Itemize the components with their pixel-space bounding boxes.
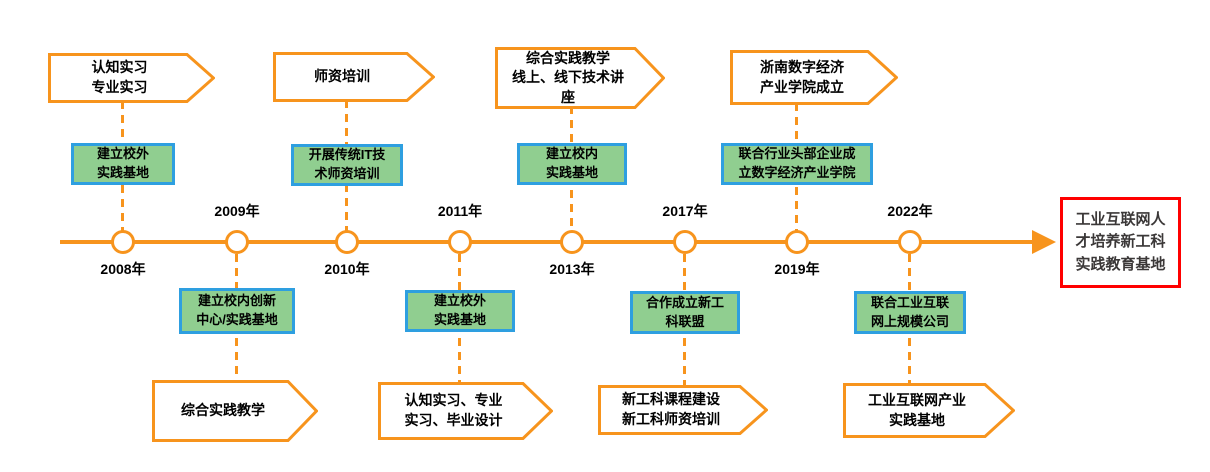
note-box-2019: 联合行业头部企业成 立数字经济产业学院 <box>721 143 873 185</box>
phase-arrow-2010: 师资培训 <box>273 52 435 102</box>
pentagon-shape-icon <box>730 50 898 105</box>
timeline-node-2017 <box>673 230 697 254</box>
timeline-node-2008 <box>111 230 135 254</box>
phase-arrow-2013: 综合实践教学 线上、线下技术讲 座 <box>495 47 665 109</box>
pentagon-shape-icon <box>495 47 665 109</box>
year-label-2022: 2022年 <box>887 203 933 219</box>
timeline-arrowhead-icon <box>1032 230 1056 254</box>
phase-arrow-label: 师资培训 <box>314 68 370 85</box>
note-box-2010: 开展传统IT技 术师资培训 <box>291 144 403 186</box>
pentagon-shape-icon <box>843 383 1015 438</box>
note-box-2017: 合作成立新工 科联盟 <box>630 291 740 334</box>
timeline-node-2022 <box>898 230 922 254</box>
pentagon-shape-icon <box>152 380 318 442</box>
phase-arrow-label: 工业互联网产业 实践基地 <box>868 391 966 428</box>
phase-arrow-label: 认知实习、专业 实习、毕业设计 <box>404 392 503 428</box>
year-label-2011: 2011年 <box>437 203 483 219</box>
year-label-2017: 2017年 <box>662 203 708 219</box>
phase-arrow-2022: 工业互联网产业 实践基地 <box>843 383 1015 438</box>
year-label-2008: 2008年 <box>100 261 146 277</box>
phase-arrow-2011: 认知实习、专业 实习、毕业设计 <box>378 382 553 440</box>
result-box: 工业互联网人 才培养新工科 实践教育基地 <box>1060 197 1181 288</box>
note-box-2009: 建立校内创新 中心/实践基地 <box>179 288 295 334</box>
timeline-node-2010 <box>335 230 359 254</box>
phase-arrow-2019: 浙南数字经济 产业学院成立 <box>730 50 898 105</box>
note-box-2013: 建立校内 实践基地 <box>517 143 627 185</box>
phase-arrow-label: 新工科课程建设 新工科师资培训 <box>622 391 720 427</box>
timeline-axis <box>60 240 1038 244</box>
timeline-node-2009 <box>225 230 249 254</box>
note-box-2008: 建立校外 实践基地 <box>71 143 175 185</box>
pentagon-shape-icon <box>598 385 768 435</box>
phase-arrow-label: 认知实习 专业实习 <box>91 59 148 95</box>
phase-arrow-label: 浙南数字经济 产业学院成立 <box>760 58 844 95</box>
pentagon-shape-icon <box>273 52 435 102</box>
year-label-2019: 2019年 <box>774 261 820 277</box>
pentagon-shape-icon <box>48 53 215 103</box>
note-box-2011: 建立校外 实践基地 <box>405 290 515 332</box>
phase-arrow-2009: 综合实践教学 <box>152 380 318 442</box>
phase-arrow-label: 综合实践教学 线上、线下技术讲 座 <box>512 49 624 105</box>
pentagon-shape-icon <box>378 382 553 440</box>
note-box-2022: 联合工业互联 网上规模公司 <box>854 291 966 334</box>
timeline-node-2019 <box>785 230 809 254</box>
phase-arrow-2017: 新工科课程建设 新工科师资培训 <box>598 385 768 435</box>
year-label-2009: 2009年 <box>214 203 260 219</box>
year-label-2010: 2010年 <box>324 261 370 277</box>
timeline-node-2013 <box>560 230 584 254</box>
year-label-2013: 2013年 <box>549 261 595 277</box>
timeline-node-2011 <box>448 230 472 254</box>
phase-arrow-2008: 认知实习 专业实习 <box>48 53 215 103</box>
phase-arrow-label: 综合实践教学 <box>181 402 265 419</box>
